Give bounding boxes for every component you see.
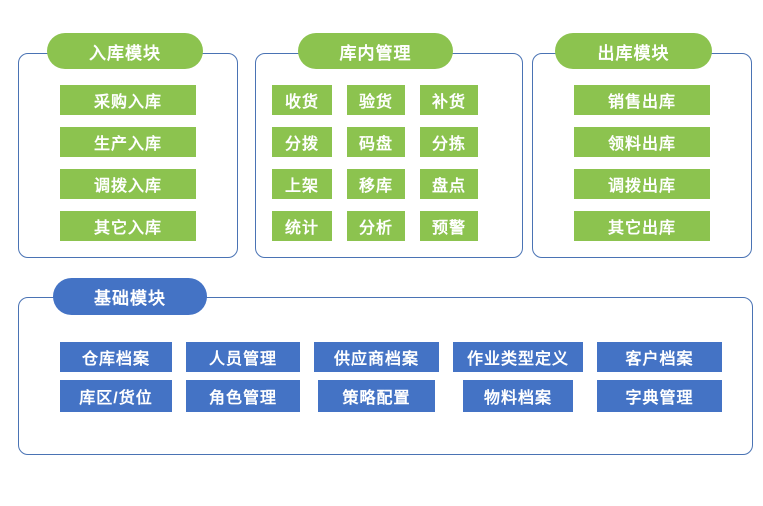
module-item: 采购入库 [60,85,196,115]
module-item: 领料出库 [574,127,710,157]
outbound-item-list: 销售出库 领料出库 调拨出库 其它出库 [533,85,751,241]
module-item: 其它出库 [574,211,710,241]
module-item: 作业类型定义 [453,342,583,372]
inbound-panel-title: 入库模块 [47,33,203,69]
basic-panel: 仓库档案 人员管理 供应商档案 作业类型定义 客户档案 库区/货位 角色管理 策… [18,297,753,455]
module-item: 生产入库 [60,127,196,157]
module-item: 分析 [347,211,405,241]
module-item: 预警 [420,211,478,241]
module-item: 客户档案 [597,342,722,372]
module-item: 码盘 [347,127,405,157]
outbound-panel: 销售出库 领料出库 调拨出库 其它出库 [532,53,752,258]
module-item: 供应商档案 [314,342,439,372]
basic-panel-title: 基础模块 [53,278,207,315]
module-item: 角色管理 [186,380,300,412]
outbound-panel-title: 出库模块 [555,33,712,69]
warehouse-panel-title: 库内管理 [298,33,453,69]
module-item: 分拣 [420,127,478,157]
module-item: 盘点 [420,169,478,199]
module-item: 策略配置 [318,380,435,412]
inbound-item-list: 采购入库 生产入库 调拨入库 其它入库 [19,85,237,241]
module-item: 上架 [272,169,332,199]
module-item: 字典管理 [597,380,722,412]
module-item: 物料档案 [463,380,573,412]
module-item: 人员管理 [186,342,300,372]
module-item: 移库 [347,169,405,199]
module-item: 补货 [420,85,478,115]
warehouse-panel: 收货 验货 补货 分拨 码盘 分拣 上架 移库 盘点 统计 分析 预警 [255,53,523,258]
module-item: 调拨入库 [60,169,196,199]
warehouse-item-grid: 收货 验货 补货 分拨 码盘 分拣 上架 移库 盘点 统计 分析 预警 [272,85,478,241]
module-item: 销售出库 [574,85,710,115]
module-item: 验货 [347,85,405,115]
module-item: 调拨出库 [574,169,710,199]
module-item: 统计 [272,211,332,241]
module-item: 分拨 [272,127,332,157]
module-item: 库区/货位 [60,380,172,412]
module-item: 其它入库 [60,211,196,241]
module-item: 仓库档案 [60,342,172,372]
basic-item-grid: 仓库档案 人员管理 供应商档案 作业类型定义 客户档案 库区/货位 角色管理 策… [60,342,722,412]
inbound-panel: 采购入库 生产入库 调拨入库 其它入库 [18,53,238,258]
module-item: 收货 [272,85,332,115]
